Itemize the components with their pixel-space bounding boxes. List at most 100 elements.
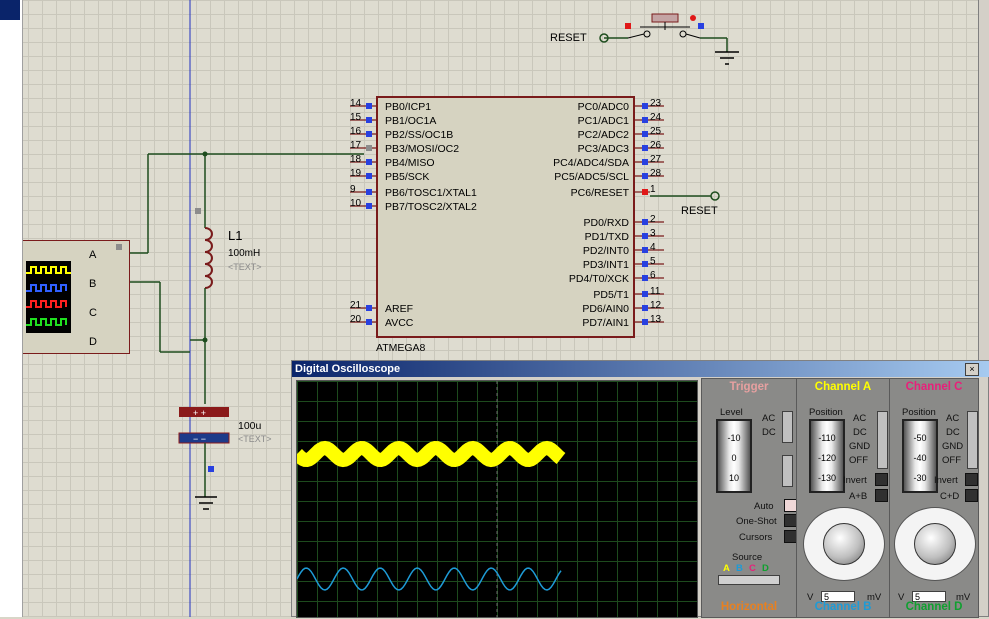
channel-a-trace [297,440,566,468]
mcu-pin-marker [642,261,648,267]
mcu-pin-name: PB7/TOSC2/XTAL2 [385,201,477,213]
source-c[interactable]: C [749,563,756,574]
probe-label-d: D [89,336,97,348]
trigger-edge-switch[interactable] [782,455,793,487]
mcu-pin-name: PB5/SCK [385,171,430,183]
channel-c-invert-button[interactable] [965,473,978,486]
source-slider[interactable] [718,575,780,585]
mcu-pin-name: AVCC [385,317,414,329]
oscilloscope-window[interactable]: Digital Oscilloscope × Trigger Level -10… [291,360,989,619]
chc-tick-1: -50 [913,433,927,443]
channel-c-combine-button[interactable] [965,489,978,502]
channel-a-combine-button[interactable] [875,489,888,502]
mcu-pin-name: PD2/INT0 [582,245,629,257]
source-a[interactable]: A [723,563,730,574]
mcu-pin-name: PD0/RXD [583,217,629,229]
trigger-coupling-switch[interactable] [782,411,793,443]
mcu-pin-name: PB3/MOSI/OC2 [385,143,460,155]
mcu-pin-number: 24 [650,112,662,123]
source-label: Source [732,552,763,563]
probe-pin-marker [116,244,122,250]
mcu-pin-number: 20 [350,314,362,325]
close-icon[interactable]: × [965,363,979,376]
cha-ac: AC [853,413,867,424]
level-tick-2: 0 [731,453,737,463]
mcu-pin-number: 25 [650,126,662,137]
channel-a-volts-input[interactable]: 5 [821,591,855,602]
channel-a-invert-button[interactable] [875,473,888,486]
mcu-pin-name: PC0/ADC0 [577,101,629,113]
mcu-pin-marker [642,103,648,109]
trigger-level-drum[interactable]: -10 0 10 [716,419,752,493]
mcu-pin-marker [642,189,648,195]
source-b[interactable]: B [736,563,743,574]
inductor-value[interactable]: 100mH [228,248,261,259]
mcu-pin-number: 12 [650,300,662,311]
chc-invert-label: Invert [934,475,958,486]
mcu-pin-number: 6 [650,270,656,281]
cha-mv-unit: mV [867,592,882,603]
channel-c-title: Channel C [905,381,963,393]
mcu-pin-marker [642,305,648,311]
cursors-label: Cursors [739,532,773,543]
mcu-pin-marker [366,117,372,123]
channel-c-panel: Channel C Position -50 -40 -30 AC DC GND… [889,378,979,618]
chc-ac: AC [946,413,960,424]
right-scrollbar[interactable] [978,0,989,617]
probe-label-c: C [89,307,97,319]
channel-c-position-drum[interactable]: -50 -40 -30 [902,419,938,493]
channel-c-coupling-switch[interactable] [967,411,978,469]
channel-a-position-drum[interactable]: -110 -120 -130 [809,419,845,493]
mcu-pin-marker [642,319,648,325]
left-toolbar[interactable] [0,0,23,617]
switch-pin-marker [625,23,631,29]
mcu-pin-number: 19 [350,168,362,179]
one-shot-label: One-Shot [736,516,777,527]
source-d[interactable]: D [762,563,769,574]
mcu-pin-marker [366,203,372,209]
mcu-pin-name: PC1/ADC1 [577,115,629,127]
mcu-pin-number: 21 [350,300,362,311]
mcu-pin-marker [642,247,648,253]
mcu-pin-marker [366,305,372,311]
mcu-pin-number: 5 [650,256,656,267]
mcu-pin-marker [642,219,648,225]
mcu-pin-name: PB2/SS/OC1B [385,129,454,141]
oscilloscope-title: Digital Oscilloscope [295,363,401,375]
channel-a-coupling-switch[interactable] [877,411,888,469]
mcu-pin-name: PC3/ADC3 [577,143,629,155]
mcu-pin-name: PD1/TXD [584,231,629,243]
mcu-pin-marker [366,159,372,165]
mcu-pin-marker [366,173,372,179]
cha-combine-label: A+B [849,491,868,502]
capacitor-value[interactable]: 100u [238,420,262,432]
probe-box[interactable]: A B C D [22,240,130,354]
channel-c-volts-knob[interactable] [914,523,956,565]
channel-c-volts-input[interactable]: 5 [912,591,946,602]
mcu-pin-number: 15 [350,112,362,123]
mcu-pin-marker [366,131,372,137]
auto-label: Auto [754,501,774,512]
svg-text:+ +: + + [193,408,206,418]
cha-v-unit: V [807,592,814,603]
cha-tick-2: -120 [817,453,836,463]
probe-label-b: B [89,278,97,290]
reset-switch-label: RESET [550,32,587,44]
capacitor-text: <TEXT> [238,434,272,444]
channel-a-volts-knob[interactable] [823,523,865,565]
chc-mv-unit: mV [956,592,971,603]
mcu-pin-name: PC4/ADC4/SDA [553,157,629,169]
mcu-pin-number: 3 [650,228,656,239]
chc-v-unit: V [898,592,905,603]
inductor-ref[interactable]: L1 [228,228,243,243]
switch-pin-marker-3 [690,15,696,21]
trigger-dc-label: DC [762,427,776,438]
trigger-title: Trigger [729,381,769,393]
mcu-pin-number: 17 [350,140,362,151]
oscilloscope-titlebar[interactable]: Digital Oscilloscope [292,361,989,377]
cha-tick-1: -110 [818,433,836,443]
mcu-pin-number: 4 [650,242,656,253]
switch-pin-marker-2 [698,23,704,29]
